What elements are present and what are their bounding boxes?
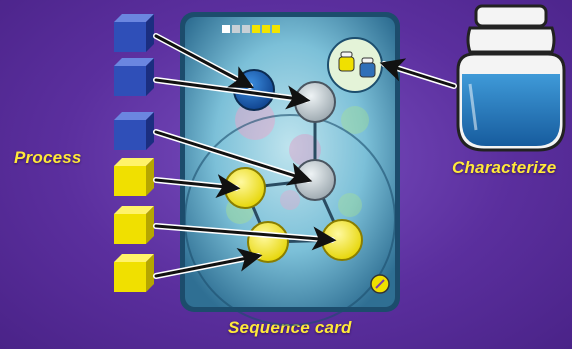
card-characterize-slot: [327, 37, 383, 93]
process-label: Process: [14, 148, 82, 167]
yellow-cube-2: [114, 206, 154, 244]
blue-cube-2: [114, 58, 154, 96]
sequence-card: [180, 12, 400, 326]
characterize-label: Characterize: [452, 158, 557, 177]
blue-cube-1: [114, 14, 154, 52]
sequence-card-label: Sequence card: [228, 318, 352, 337]
yellow-cube-1: [114, 158, 154, 196]
jar-icon: [456, 4, 566, 152]
yellow-cube-3: [114, 254, 154, 292]
blue-cube-3: [114, 112, 154, 150]
arrows: [153, 33, 457, 279]
card-corner-icon: [370, 274, 390, 294]
card-progress-strip: [222, 25, 280, 33]
